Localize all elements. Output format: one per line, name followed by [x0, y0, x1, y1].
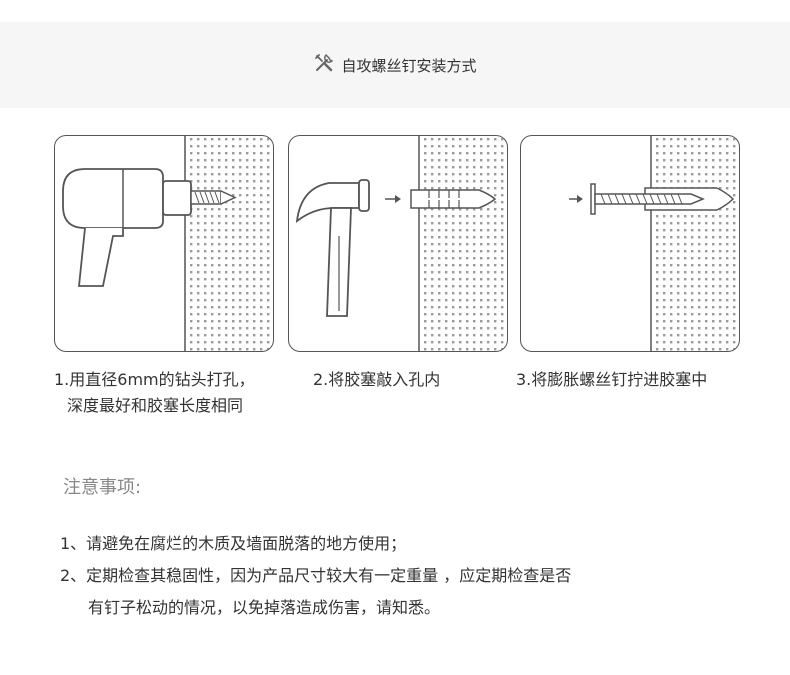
notice-item-2: 2、定期检查其稳固性，因为产品尺寸较大有一定重量 ，应定期检查是否: [60, 566, 572, 585]
step-2-caption: 2.将胶塞敲入孔内: [313, 370, 441, 389]
notice-item-2-cont: 有钉子松动的情况，以免掉落造成伤害，请知悉。: [88, 598, 441, 617]
step-1-caption-line2: 深度最好和胶塞长度相同: [67, 396, 244, 415]
wall-plug-icon: [410, 189, 497, 209]
step-3-illustration: [520, 135, 740, 352]
step-1-illustration: [54, 135, 274, 352]
screw-icon: [590, 183, 735, 215]
hammer-icon: [295, 179, 370, 317]
drill-icon: [62, 168, 237, 287]
header-inner: 自攻螺丝钉安装方式: [313, 52, 477, 78]
step-2-illustration: [288, 135, 508, 352]
notice-item-1: 1、请避免在腐烂的木质及墙面脱落的地方使用；: [60, 534, 407, 553]
tools-icon: [313, 52, 335, 78]
notice-title: 注意事项:: [63, 477, 142, 498]
step-3-caption: 3.将膨胀螺丝钉拧进胶塞中: [516, 370, 708, 389]
header-banner: 自攻螺丝钉安装方式: [0, 22, 790, 108]
step-1-caption: 1.用直径6mm的钻头打孔，: [54, 370, 255, 389]
page-title: 自攻螺丝钉安装方式: [341, 56, 477, 75]
